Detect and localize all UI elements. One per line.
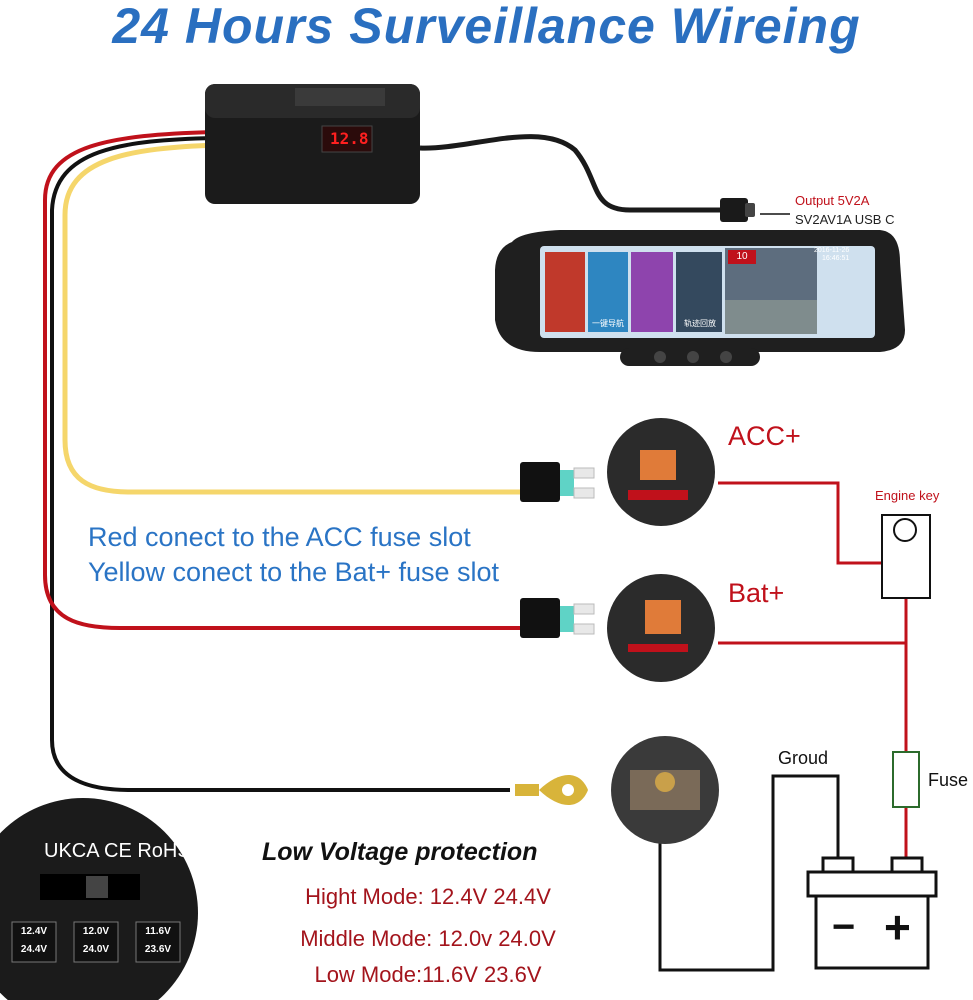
battery-symbol	[806, 856, 938, 970]
mirror-time: 16:46:51	[822, 255, 850, 262]
red-wire	[43, 130, 520, 630]
switch-label: 12.4V	[20, 926, 48, 937]
ground-label: Groud	[778, 748, 829, 768]
voltage-switch-badge	[0, 798, 198, 1000]
black-wire	[50, 136, 510, 792]
page-title: 24 Hours Surveillance Wireing	[112, 0, 861, 54]
cert-marks: UKCA CE RoHS	[44, 840, 191, 862]
fuse-label: Fuse	[928, 770, 969, 790]
yellow-wire	[62, 142, 520, 495]
mode-middle: Middle Mode: 12.0v 24.0V	[300, 926, 556, 951]
acc-fuse-tap	[520, 462, 595, 502]
acc-fuse-photo	[607, 418, 715, 526]
mode-high: Hight Mode: 12.4V 24.4V	[305, 884, 551, 909]
usb-plug	[720, 198, 748, 222]
acc-circuit-wire	[718, 481, 882, 565]
switch-label: 24.0V	[82, 944, 110, 955]
bat-fuse-photo	[607, 574, 715, 682]
mirror-app-label: 一键导航	[592, 319, 624, 328]
hardwire-module	[205, 84, 420, 204]
output-label-usb: SV2AV1A USB C	[795, 212, 895, 227]
rearview-mirror	[495, 230, 905, 366]
switch-label: 23.6V	[144, 944, 172, 955]
mode-low: Low Mode:11.6V 23.6V	[314, 962, 542, 987]
mirror-speed: 10	[728, 250, 756, 264]
battery-minus: −	[832, 905, 856, 949]
note-red-wire: Red conect to the ACC fuse slot	[88, 522, 471, 552]
bat-fuse-tap	[520, 598, 595, 638]
engine-key-box	[881, 514, 931, 599]
low-voltage-title: Low Voltage protection	[262, 838, 538, 866]
fuse-symbol	[892, 751, 920, 808]
bat-label: Bat+	[728, 578, 785, 608]
ground-photo	[611, 736, 719, 844]
mirror-date: 2016-11-26	[814, 247, 850, 254]
usb-cable	[419, 134, 728, 213]
acc-label: ACC+	[728, 421, 801, 451]
switch-label: 12.0V	[82, 926, 110, 937]
switch-label: 24.4V	[20, 944, 48, 955]
module-voltage-display: 12.8	[330, 129, 369, 148]
note-yellow-wire: Yellow conect to the Bat+ fuse slot	[88, 557, 500, 587]
output-label: Output 5V2A	[795, 193, 870, 208]
mirror-app-label: 轨迹回放	[684, 319, 716, 328]
engine-key-label: Engine key	[875, 488, 940, 503]
battery-plus: +	[884, 901, 911, 953]
ground-circuit-wire	[658, 774, 840, 972]
switch-label: 11.6V	[145, 926, 171, 937]
ground-terminal	[515, 775, 588, 805]
